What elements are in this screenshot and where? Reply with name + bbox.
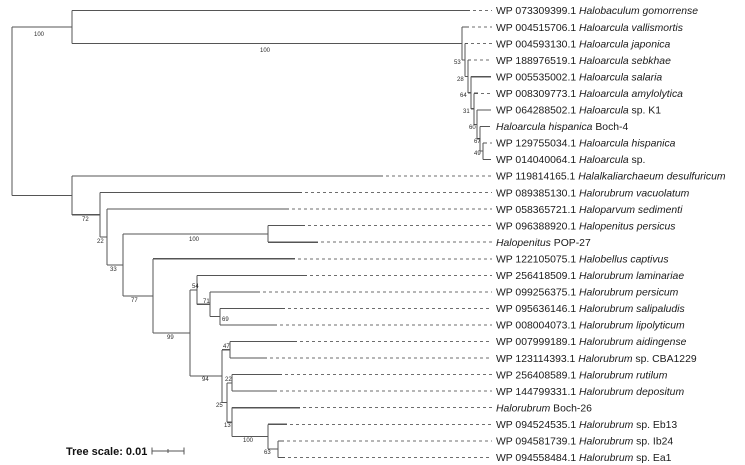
tip-label: WP 094524535.1 Halorubrum sp. Eb13 [496, 420, 677, 431]
tip-label: WP 129755034.1 Haloarcula hispanica [496, 139, 676, 150]
tip-label: WP 123114393.1 Halorubrum sp. CBA1229 [496, 354, 697, 365]
bootstrap-labels: 100 100 53 28 64 31 60 67 49 72 22 33 100 77 99 54 71 69 9… [34, 32, 481, 456]
bootstrap-value: 25 [216, 403, 223, 409]
tip-label: WP 122105075.1 Halobellus captivus [496, 254, 669, 265]
tip-label: WP 005535002.1 Haloarcula salaria [496, 72, 662, 83]
tip-label: WP 089385130.1 Halorubrum vacuolatum [496, 188, 690, 199]
bootstrap-value: 47 [223, 344, 230, 350]
bootstrap-value: 64 [460, 93, 467, 99]
bootstrap-value: 100 [243, 438, 254, 444]
bootstrap-value: 13 [224, 423, 231, 429]
bootstrap-value: 72 [82, 217, 89, 223]
tip-label: WP 073309399.1 Halobaculum gomorrense [496, 6, 698, 17]
tip-label: WP 144799331.1 Halorubrum depositum [496, 387, 684, 398]
tip-label: WP 007999189.1 Halorubrum aidingense [496, 337, 687, 348]
tip-label: WP 014040064.1 Haloarcula sp. [496, 155, 645, 166]
tree-branches [11, 9, 491, 458]
tip-label: WP 256408589.1 Halorubrum rutilum [496, 370, 668, 381]
bootstrap-value: 31 [463, 109, 470, 115]
tip-label: WP 004593130.1 Haloarcula japonica [496, 39, 670, 50]
label-align-dashes [263, 10, 492, 458]
tip-label: WP 094581739.1 Halorubrum sp. Ib24 [496, 437, 673, 448]
bootstrap-value: 94 [202, 377, 209, 383]
bootstrap-value: 33 [110, 267, 117, 273]
bootstrap-value: 54 [192, 284, 199, 290]
tip-label: WP 095636146.1 Halorubrum salipaludis [496, 304, 685, 315]
tip-label: WP 008309773.1 Haloarcula amylolytica [496, 89, 683, 100]
bootstrap-value: 100 [34, 32, 45, 38]
bootstrap-value: 99 [167, 335, 174, 341]
tip-label: WP 058365721.1 Haloparvum sedimenti [496, 205, 683, 216]
tip-label: Halorubrum Boch-26 [496, 403, 592, 414]
tip-label: Halopenitus POP-27 [496, 238, 591, 249]
tip-label: WP 004515706.1 Haloarcula vallismortis [496, 23, 683, 34]
tip-label: WP 119814165.1 Halalkaliarchaeum desulfu… [496, 172, 726, 183]
tree-scale-bar: Tree scale: 0.01 [66, 446, 185, 458]
bootstrap-value: 53 [454, 60, 461, 66]
tip-label: WP 188976519.1 Haloarcula sebkhae [496, 56, 671, 67]
tip-label: WP 064288502.1 Haloarcula sp. K1 [496, 106, 661, 117]
bootstrap-value: 63 [264, 450, 271, 456]
bootstrap-value: 69 [222, 317, 229, 323]
tip-labels: WP 073309399.1 Halobaculum gomorrense WP … [496, 6, 726, 464]
bootstrap-value: 49 [474, 151, 481, 157]
bootstrap-value: 100 [189, 237, 200, 243]
bootstrap-value: 77 [131, 298, 138, 304]
bootstrap-value: 22 [97, 239, 104, 245]
bootstrap-value: 100 [260, 48, 271, 54]
tip-label: WP 099256375.1 Halorubrum persicum [496, 288, 679, 299]
bootstrap-value: 28 [457, 77, 464, 83]
tip-label: WP 094558484.1 Halorubrum sp. Ea1 [496, 453, 672, 464]
bootstrap-value: 60 [469, 125, 476, 131]
bootstrap-value: 71 [203, 299, 210, 305]
tip-label: WP 096388920.1 Halopenitus persicus [496, 221, 675, 232]
tip-label: WP 256418509.1 Halorubrum laminariae [496, 271, 684, 282]
bootstrap-value: 67 [474, 139, 481, 145]
bootstrap-value: 22 [225, 377, 232, 383]
tip-label: Haloarcula hispanica Boch-4 [496, 122, 628, 133]
tree-scale-label: Tree scale: 0.01 [66, 446, 147, 458]
tip-label: WP 008004073.1 Halorubrum lipolyticum [496, 321, 685, 332]
